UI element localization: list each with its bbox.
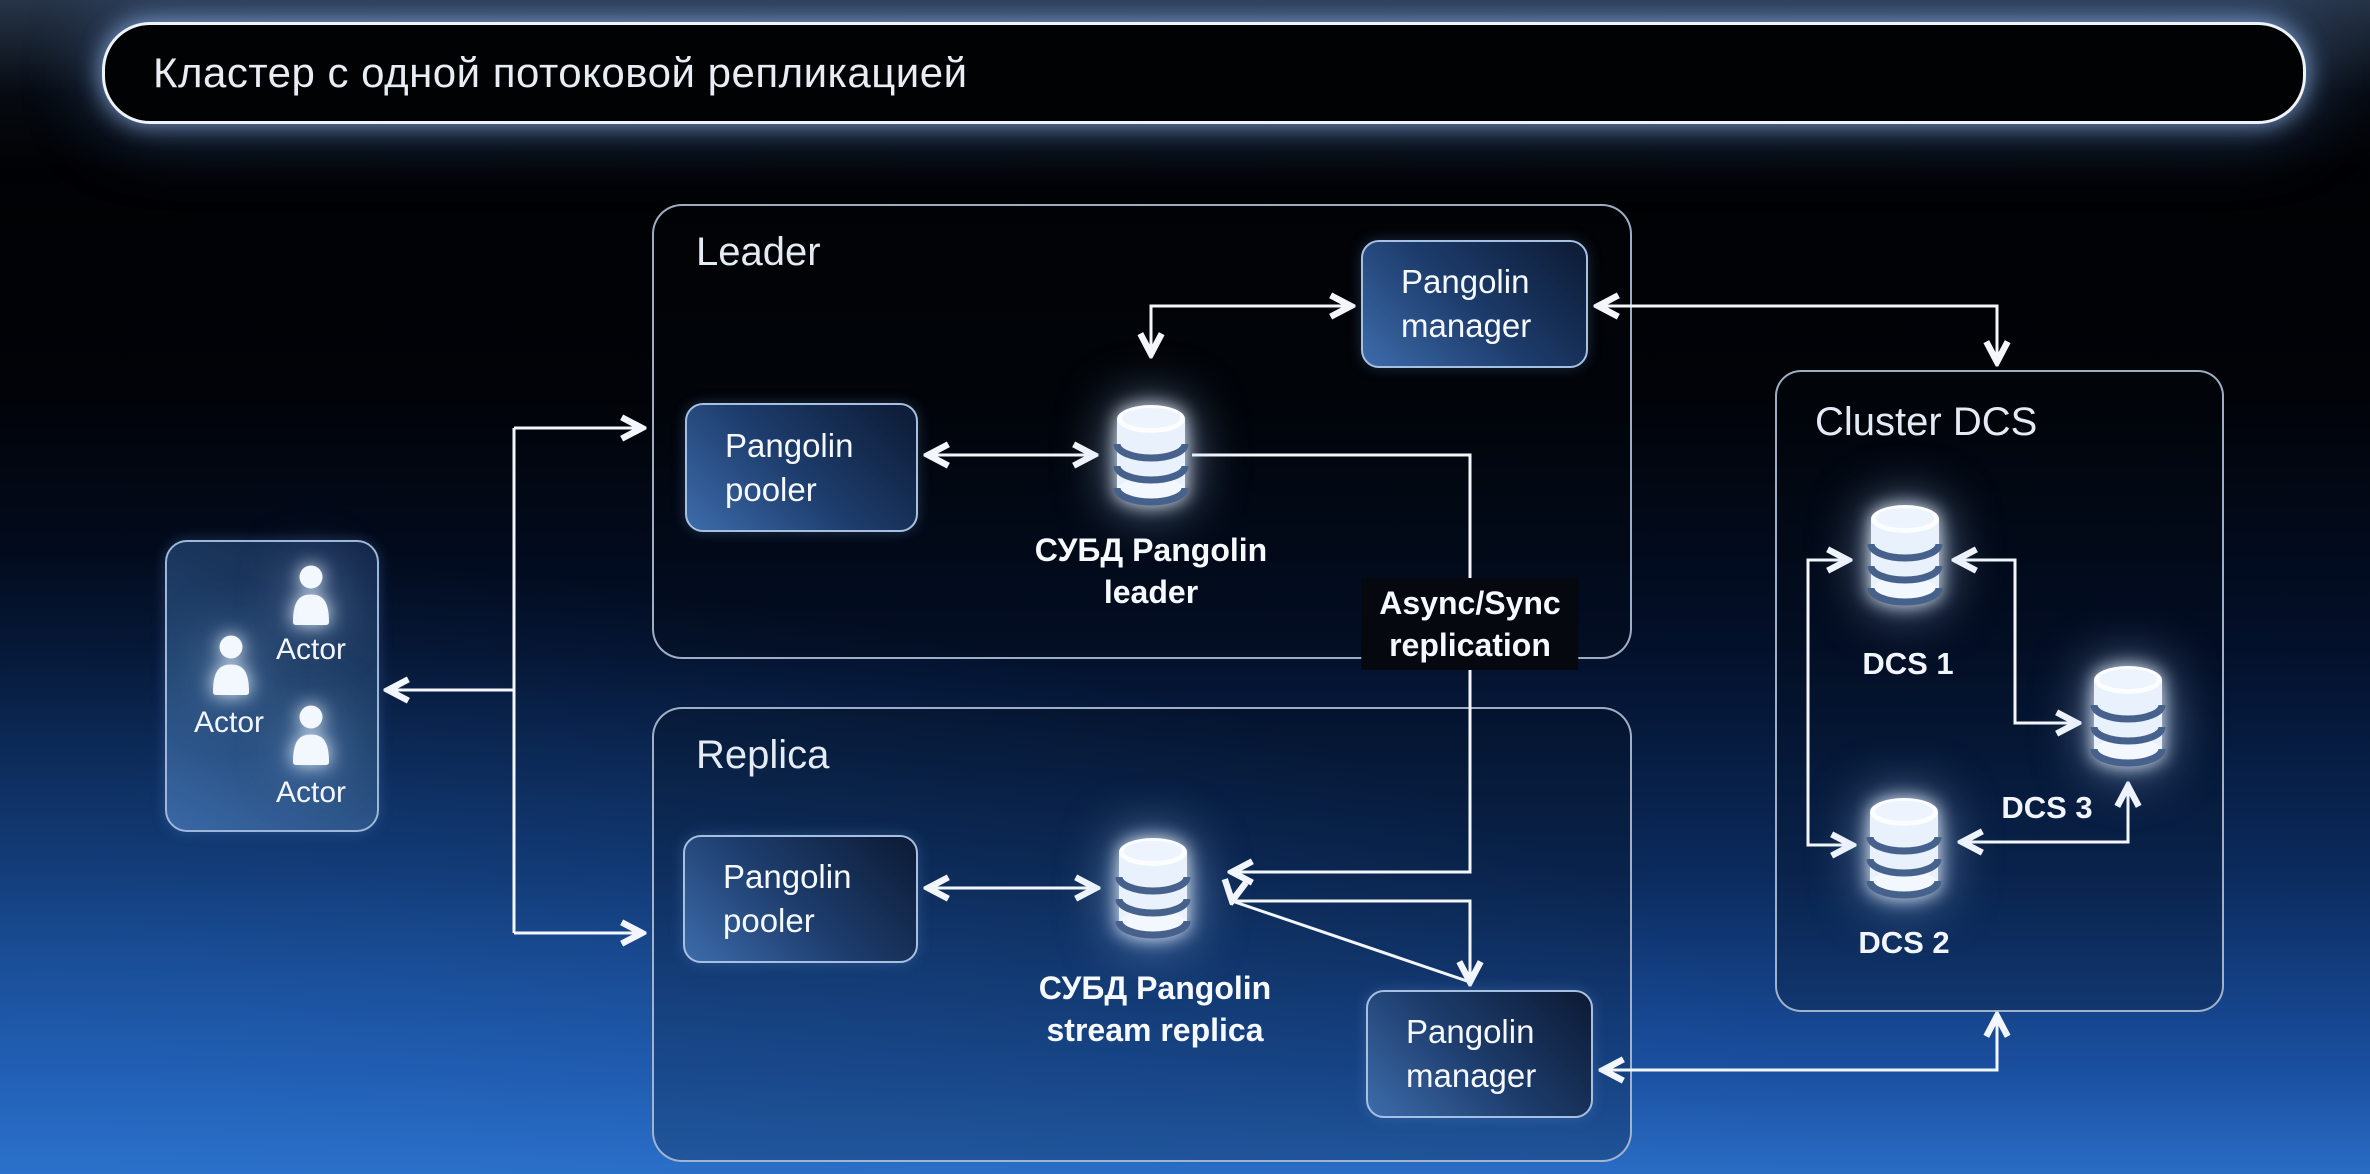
arrow-dcs1-dcs2 [1806, 560, 1852, 845]
node-pangolin-manager-replica: Pangolin manager [1366, 990, 1593, 1118]
arrow-dcs3-dcs2 [1962, 786, 2128, 842]
caption-line: СУБД Pangolin [1038, 970, 1272, 1006]
arrow-managerL-cluster [1598, 306, 1997, 362]
caption-line: Async/Sync [1379, 585, 1561, 621]
caption-db-leader: СУБД Pangolin leader [981, 529, 1321, 613]
arrow-dbR-managerR [1232, 901, 1470, 982]
label-actor-3: Actor [275, 776, 347, 809]
arrow-dbL-managerL [1151, 306, 1351, 354]
label-dcs1: DCS 1 [1862, 646, 1954, 681]
group-replica-title: Replica [696, 733, 830, 777]
label-async-sync-replication: Async/Sync replication [1361, 578, 1579, 670]
node-label-line: Pangolin [1401, 263, 1530, 300]
arrow-cluster-managerR [1603, 1016, 1997, 1070]
node-label-line: manager [1401, 307, 1532, 344]
database-icon-dcs2 [1862, 792, 1946, 904]
node-label-line: Pangolin [723, 858, 852, 895]
caption-db-replica: СУБД Pangolin stream replica [985, 967, 1325, 1051]
page-title: Кластер с одной потоковой репликацией [153, 49, 968, 96]
database-icon-dcs1 [1863, 499, 1947, 611]
node-label-line: manager [1406, 1057, 1537, 1094]
node-label-line: Pangolin [725, 426, 854, 464]
person-icon [287, 563, 335, 625]
caption-line: СУБД Pangolin [1034, 532, 1268, 568]
node-label-line: pooler [725, 470, 817, 508]
node-pangolin-manager-leader: Pangolin manager [1361, 240, 1588, 368]
node-pangolin-pooler-replica: Pangolin pooler [683, 835, 918, 963]
group-cluster-dcs-title: Cluster DCS [1815, 400, 2038, 444]
node-pangolin-pooler-leader: Pangolin pooler [685, 403, 918, 532]
caption-line: replication [1389, 627, 1551, 663]
node-label-line: pooler [723, 902, 815, 939]
actor-group-box [165, 540, 379, 832]
arrow-dcs1-dcs3 [1956, 560, 2077, 723]
label-actor-1: Actor [275, 633, 347, 666]
database-icon-dcs3 [2086, 660, 2170, 772]
label-actor-2: Actor [193, 706, 265, 739]
person-icon [207, 633, 255, 695]
node-label-line: Pangolin [1406, 1013, 1535, 1050]
label-dcs2: DCS 2 [1858, 925, 1950, 960]
caption-line: leader [1103, 574, 1199, 610]
label-dcs3: DCS 3 [2001, 790, 2093, 825]
page-title-bar: Кластер с одной потоковой репликацией [102, 22, 2306, 124]
caption-line: stream replica [1046, 1012, 1264, 1048]
database-icon-leader [1109, 399, 1193, 511]
person-icon [287, 703, 335, 765]
group-leader-title: Leader [696, 230, 821, 274]
database-icon-replica [1111, 832, 1195, 944]
